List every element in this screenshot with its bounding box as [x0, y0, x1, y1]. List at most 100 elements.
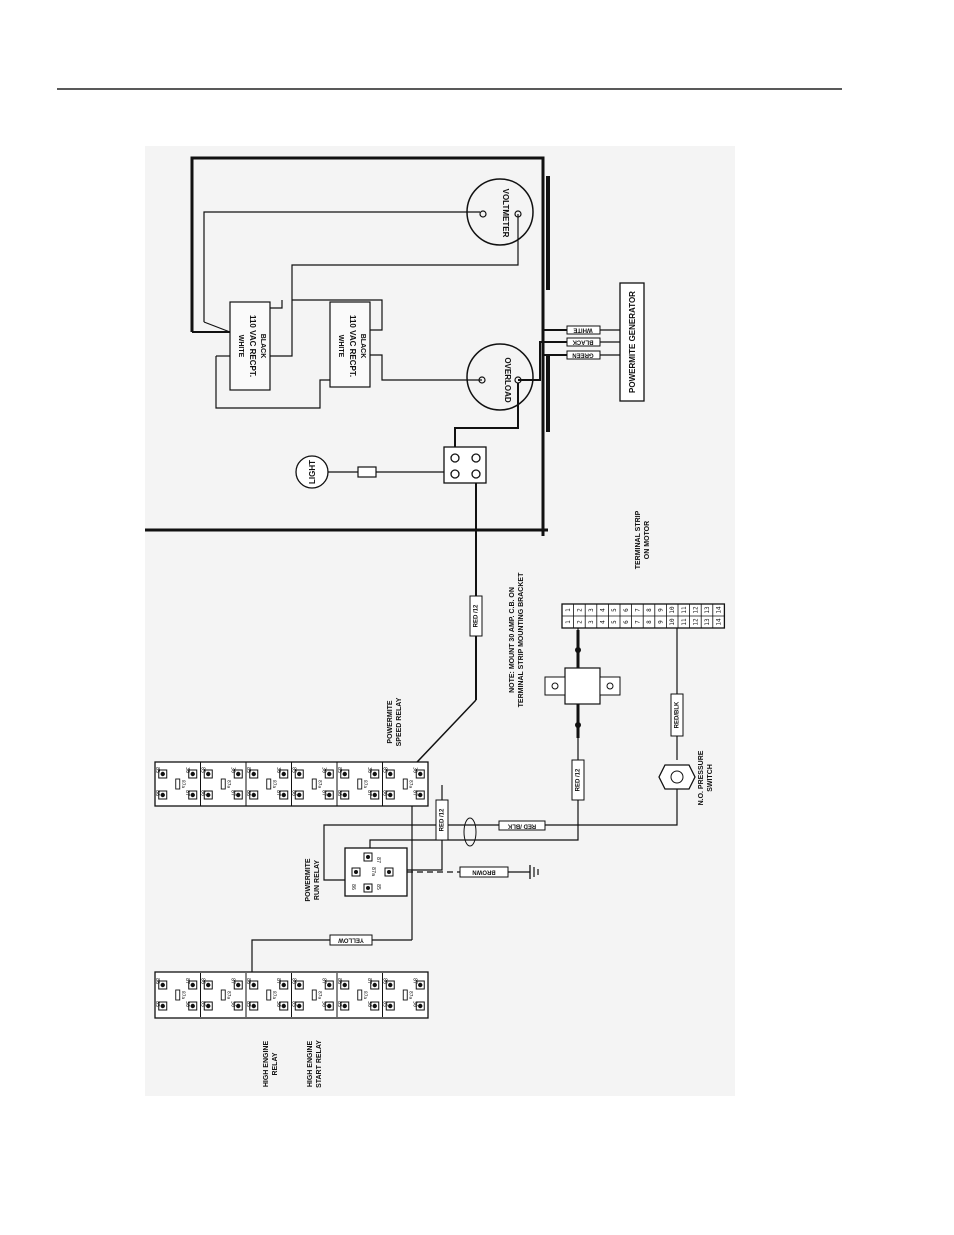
relay-pin-87a: 87a: [316, 780, 322, 788]
recept-top-white: WHITE: [237, 335, 244, 358]
relay-pin-87a: 87a: [225, 780, 231, 788]
relay-pin-label: 86: [290, 978, 296, 984]
relay-pin-label: 87: [366, 790, 372, 796]
terminal-number: 14: [716, 606, 723, 614]
note-line-1: NOTE: MOUNT 30 AMP. C.B. ON: [509, 587, 516, 693]
circuit-breaker: [544, 667, 621, 705]
high-start-relay-1: HIGH ENGINE: [307, 1041, 314, 1088]
relay-pin-label: 30: [320, 1001, 326, 1007]
relay-pin-87a: 87a: [271, 780, 277, 788]
recept-bot-name: 110 VAC RECPT.: [348, 315, 357, 377]
terminal-number: 2: [576, 620, 583, 624]
terminal-number: 13: [704, 618, 711, 626]
relay-pin-label: 87: [229, 790, 235, 796]
run-pin-85: 85: [375, 884, 381, 890]
relay-pin-label: 30: [411, 1001, 417, 1007]
high-engine-relay-2: RELAY: [272, 1052, 279, 1075]
relay-pin-label: 87: [411, 790, 417, 796]
receptacle-top: WHITE 110 VAC RECPT. BLACK: [229, 301, 271, 391]
light-label: LIGHT: [308, 460, 317, 484]
relay-pin-label: 85: [245, 767, 251, 773]
relay-pin-label: 87: [184, 978, 190, 984]
relay-pin-label: 85: [381, 767, 387, 773]
red12-mid-label: RED /12: [576, 768, 582, 791]
terminal-number: 10: [669, 618, 676, 626]
relay-pin-87a: 87a: [271, 991, 277, 999]
relay-pin-label: 86: [336, 978, 342, 984]
terminal-number: 3: [588, 608, 595, 612]
breaker-node-bottom: [575, 722, 581, 728]
relay-pin-label: 85: [290, 767, 296, 773]
wire-brown-ground: BROWN: [407, 865, 539, 879]
relay-pin-label: 86: [199, 790, 205, 796]
relay-pin-label: 30: [229, 1001, 235, 1007]
relay-pin-label: 85: [336, 767, 342, 773]
breaker-node-top: [575, 647, 581, 653]
relay-pin-label: 86: [290, 790, 296, 796]
run-relay: 87 86 85 87a: [344, 847, 408, 897]
terminal-number: 9: [658, 620, 665, 624]
relay-pin-label: 30: [320, 767, 326, 773]
relay-pin-label: 30: [184, 1001, 190, 1007]
speed-relay-label-2: SPEED RELAY: [396, 697, 403, 746]
run-relay-label-1: POWERMITE: [305, 858, 312, 901]
relay-pin-label: 87: [229, 978, 235, 984]
relay-pin-label: 30: [275, 767, 281, 773]
redblk-horizontal-label: RED /BLK: [507, 822, 536, 828]
terminal-number: 9: [658, 608, 665, 612]
terminal-number: 3: [588, 620, 595, 624]
terminal-number: 7: [634, 608, 641, 612]
wire-red12-top: RED /12: [469, 595, 483, 637]
terminal-number: 5: [611, 608, 618, 612]
relay-pin-label: 30: [411, 767, 417, 773]
red12-low-label: RED /12: [440, 808, 446, 831]
terminal-number: 13: [704, 606, 711, 614]
terminal-number: 12: [692, 606, 699, 614]
relay-pin-label: 87: [366, 978, 372, 984]
speed-relay-label-1: POWERMITE: [387, 700, 394, 743]
terminal-number: 1: [565, 620, 572, 624]
note-line-2: TERMINAL STRIP MOUNTING BRACKET: [518, 572, 525, 707]
speed-relay-label: POWERMITE SPEED RELAY: [387, 697, 403, 746]
recept-bot-white: WHITE: [337, 335, 344, 358]
relay-pin-label: 30: [229, 767, 235, 773]
high-engine-relay-1: HIGH ENGINE: [263, 1041, 270, 1088]
relay-pin-label: 86: [154, 978, 160, 984]
relay-pin-label: 85: [381, 1001, 387, 1007]
terminal-number: 5: [611, 620, 618, 624]
relay-pin-label: 85: [154, 767, 160, 773]
relay-pin-label: 30: [366, 1001, 372, 1007]
terminal-number: 7: [634, 620, 641, 624]
recept-top-black: BLACK: [259, 334, 266, 359]
light: LIGHT: [295, 455, 377, 489]
terminal-number: 2: [576, 608, 583, 612]
relay-pin-label: 86: [154, 790, 160, 796]
relay-pin-87a: 87a: [225, 991, 231, 999]
relay-pin-87a: 87a: [407, 780, 413, 788]
recept-bot-black: BLACK: [359, 334, 366, 359]
relay-pin-label: 30: [275, 1001, 281, 1007]
powermite-generator: POWERMITE GENERATOR: [619, 282, 645, 402]
generator-wire-tags: WHITE BLACK GREEN: [566, 325, 601, 360]
relay-pin-87a: 87a: [180, 780, 186, 788]
terminal-number: 6: [623, 608, 630, 612]
wire-tag-black: BLACK: [572, 338, 594, 344]
run-pin-87: 87: [375, 857, 381, 863]
relay-pin-label: 85: [290, 1001, 296, 1007]
overload-label: OVERLOAD: [503, 357, 512, 403]
receptacle-bottom: WHITE 110 VAC RECPT. BLACK: [329, 301, 371, 388]
terminal-number: 11: [681, 606, 688, 614]
